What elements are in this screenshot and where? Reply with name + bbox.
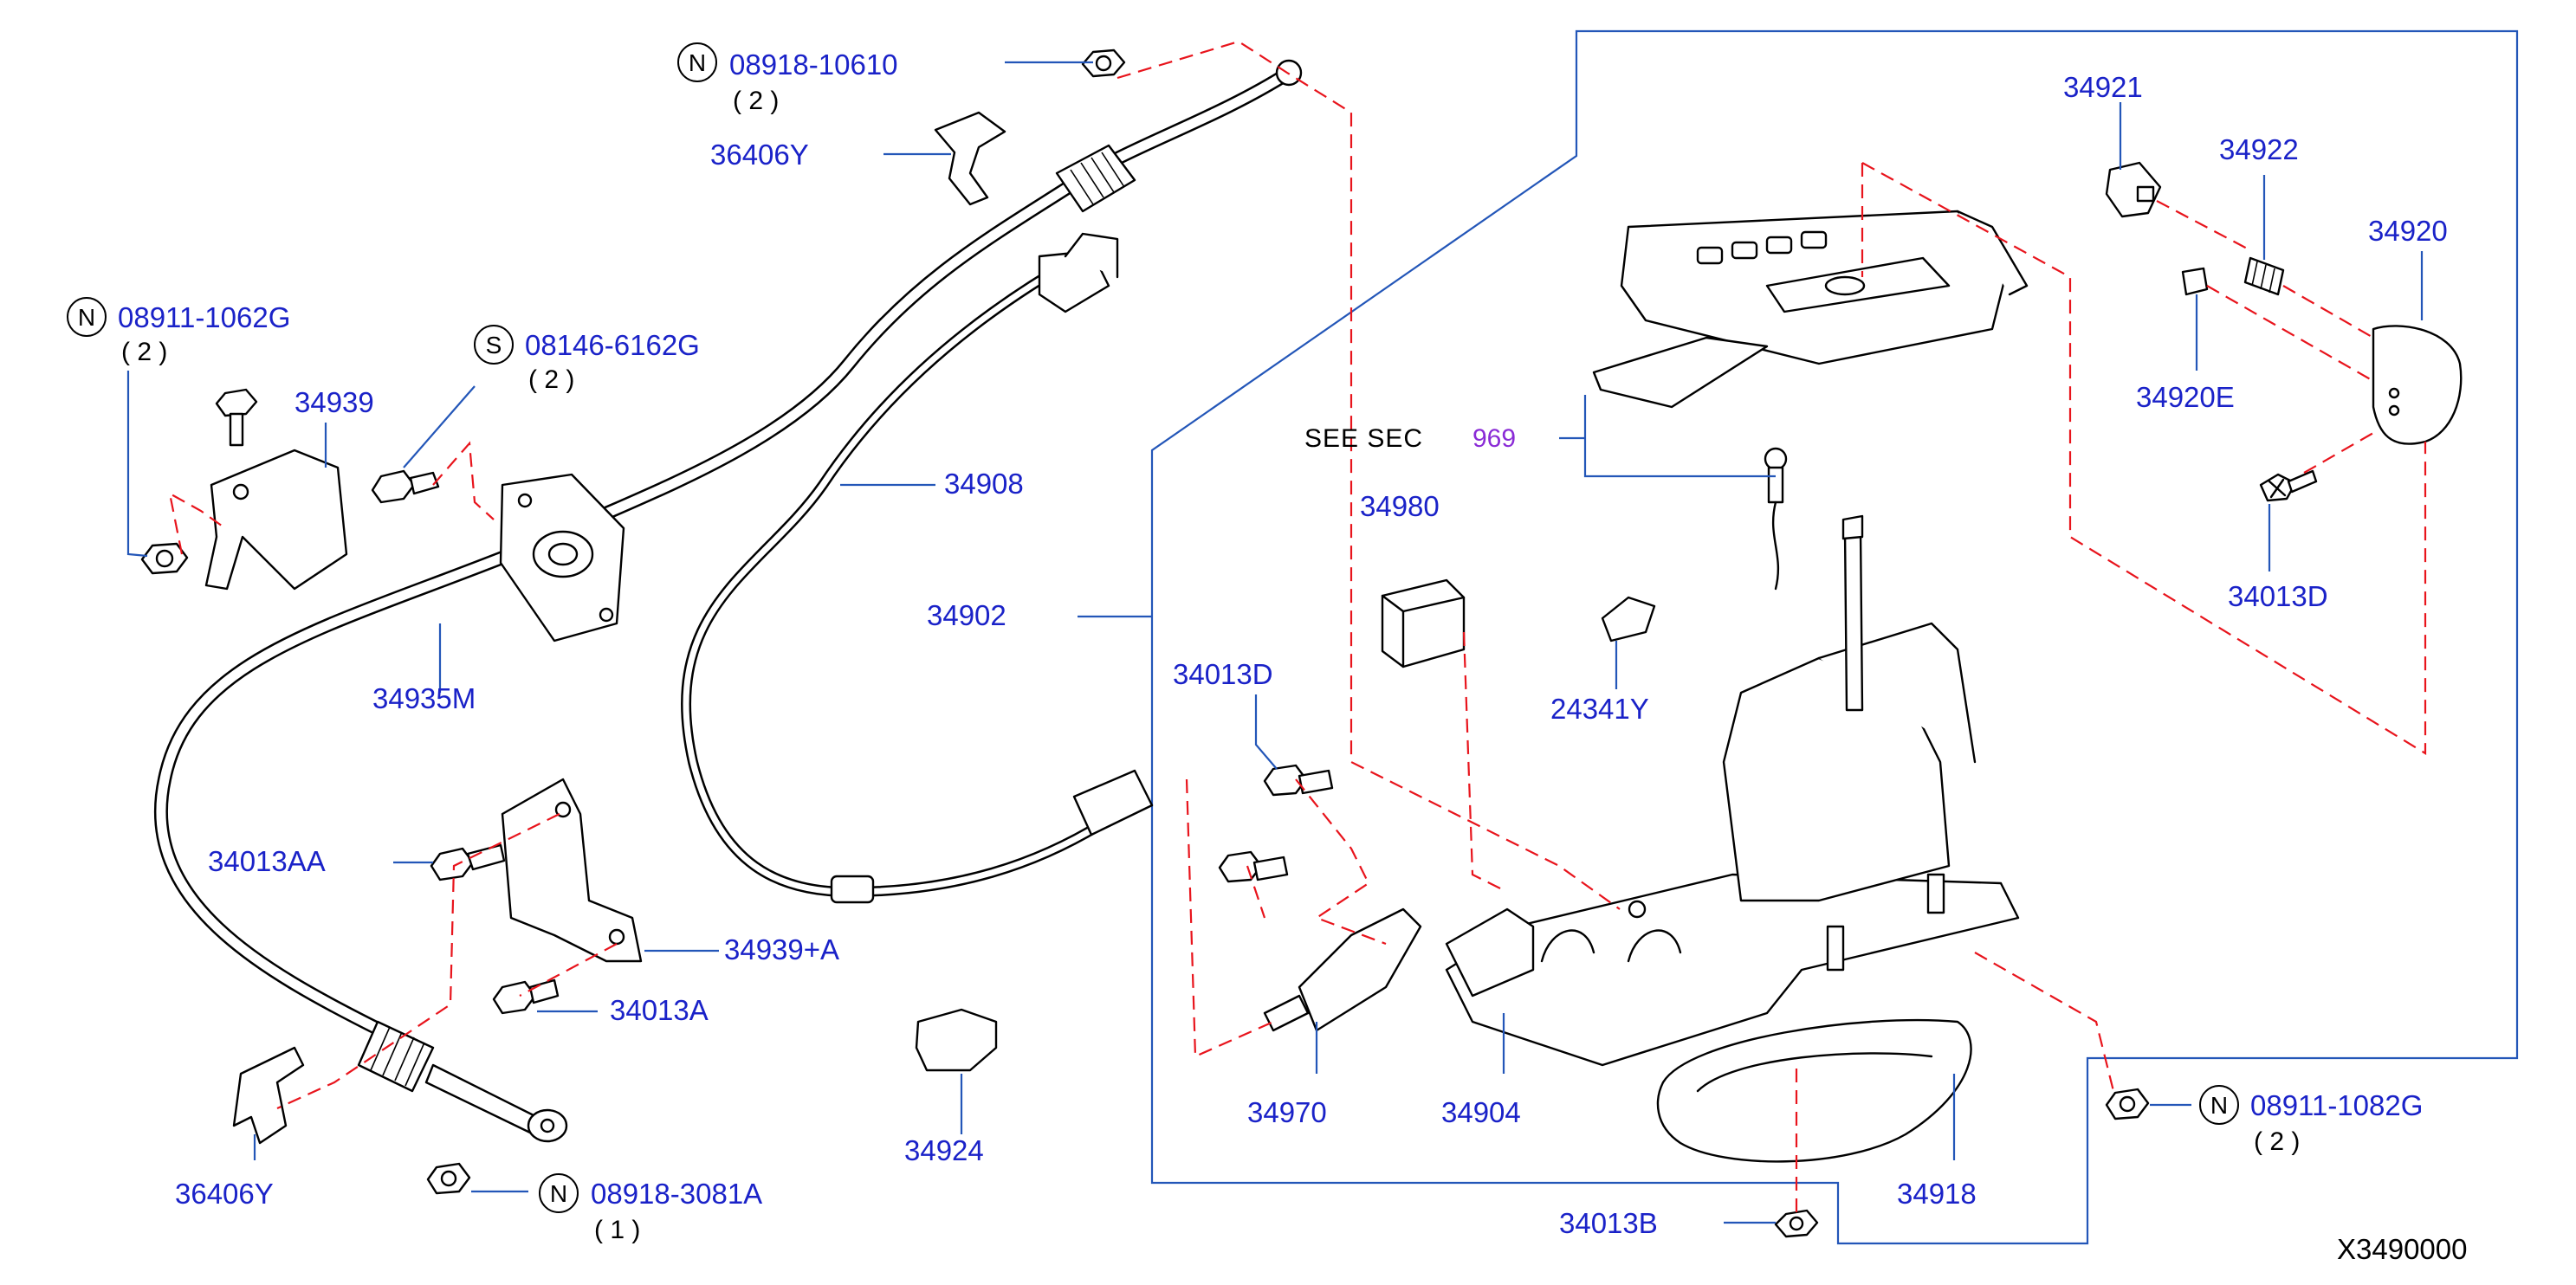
- bolt-34013aa: [430, 843, 506, 881]
- see-sec-number: 969: [1472, 424, 1516, 453]
- pin-34920e: [2181, 267, 2209, 296]
- label-34918: 34918: [1897, 1178, 1977, 1210]
- label-24341y: 24341Y: [1550, 693, 1649, 725]
- bolt-34013d-left: [1218, 764, 1334, 883]
- svg-text:N: N: [78, 304, 95, 331]
- bolt-34013a: [492, 978, 560, 1015]
- screw-34013d-right: [2259, 469, 2318, 502]
- qty-08918-10610: ( 2 ): [733, 87, 779, 115]
- label-08918-10610: 08918-10610: [729, 48, 898, 81]
- qty-08911-1062g: ( 2 ): [121, 338, 167, 366]
- spring-34922: [2243, 256, 2285, 296]
- clip-36406y-bottom: [232, 1046, 305, 1145]
- label-34920: 34920: [2368, 215, 2448, 247]
- label-36406y-top: 36406Y: [710, 139, 809, 171]
- shift-cable-34935m: [153, 59, 1303, 1143]
- svg-text:N: N: [550, 1180, 567, 1207]
- label-08911-1082g: 08911-1082G: [2250, 1089, 2423, 1121]
- qty-08911-1082g: ( 2 ): [2254, 1127, 2300, 1156]
- shifter-housing-34904: [1445, 514, 2020, 1067]
- leader-lines: [126, 61, 2424, 1224]
- see-sec-label: SEE SEC: [1304, 424, 1423, 453]
- label-34922: 34922: [2219, 133, 2299, 165]
- svg-text:N: N: [689, 49, 706, 76]
- label-34970: 34970: [1247, 1096, 1327, 1128]
- assembly-frame: [1150, 29, 2519, 1245]
- diagram-code: X3490000: [2337, 1233, 2467, 1265]
- dashed-lines: [168, 40, 2427, 1212]
- block-34980: [1381, 578, 1466, 668]
- label-08911-1062g: 08911-1062G: [118, 301, 290, 333]
- label-34939a: 34939+A: [724, 933, 839, 965]
- badge-s-08146-6162g: S: [474, 325, 514, 365]
- clip-34924: [915, 1008, 998, 1072]
- clip-36406y-top: [934, 111, 1006, 206]
- label-34935m: 34935M: [372, 682, 476, 714]
- label-34921: 34921: [2063, 71, 2143, 103]
- label-34013d-left: 34013D: [1173, 658, 1273, 690]
- svg-text:N: N: [2210, 1092, 2228, 1119]
- label-36406y-bottom: 36406Y: [175, 1178, 274, 1210]
- bulb-harness: [1764, 447, 1788, 591]
- label-34980: 34980: [1360, 490, 1440, 522]
- label-08918-3081a: 08918-3081A: [591, 1178, 762, 1210]
- nut-08911-1062g: [140, 542, 189, 575]
- label-34013aa: 34013AA: [208, 845, 326, 877]
- knob-cap-34921: [2105, 161, 2162, 218]
- badge-n-08911-1062g: N: [67, 297, 107, 337]
- label-34939: 34939: [294, 386, 374, 418]
- bolt-08146-6162g: [371, 469, 440, 504]
- nut-08911-1082g: [2105, 1088, 2150, 1120]
- label-34904: 34904: [1441, 1096, 1521, 1128]
- nut-34013b: [1774, 1209, 1819, 1238]
- base-34918: [1656, 1018, 1972, 1163]
- label-34924: 34924: [904, 1134, 984, 1166]
- label-34013b: 34013B: [1559, 1207, 1658, 1239]
- knob-34920: [2372, 325, 2463, 445]
- qty-08146-6162g: ( 2 ): [528, 365, 574, 394]
- label-34013a: 34013A: [610, 994, 709, 1026]
- label-34902: 34902: [927, 599, 1006, 631]
- clip-24341y: [1601, 596, 1656, 642]
- badge-n-08918-10610: N: [677, 42, 717, 82]
- svg-text:S: S: [486, 332, 502, 358]
- label-08146-6162g: 08146-6162G: [525, 329, 700, 361]
- badge-n-08918-3081a: N: [539, 1173, 579, 1213]
- label-34013d-right: 34013D: [2228, 580, 2328, 612]
- qty-08918-3081a: ( 1 ): [594, 1216, 640, 1244]
- badge-n-08911-1082g: N: [2199, 1085, 2239, 1125]
- bolt-34939: [215, 388, 258, 447]
- label-34908: 34908: [944, 468, 1024, 500]
- indicator-cover: [1592, 210, 2029, 409]
- label-34920e: 34920E: [2136, 381, 2235, 413]
- nut-08918-3081a: [426, 1162, 471, 1195]
- nut-08918-10610: [1081, 48, 1126, 78]
- harness-cable-34908: [681, 232, 1154, 904]
- bracket-34939: [204, 449, 348, 591]
